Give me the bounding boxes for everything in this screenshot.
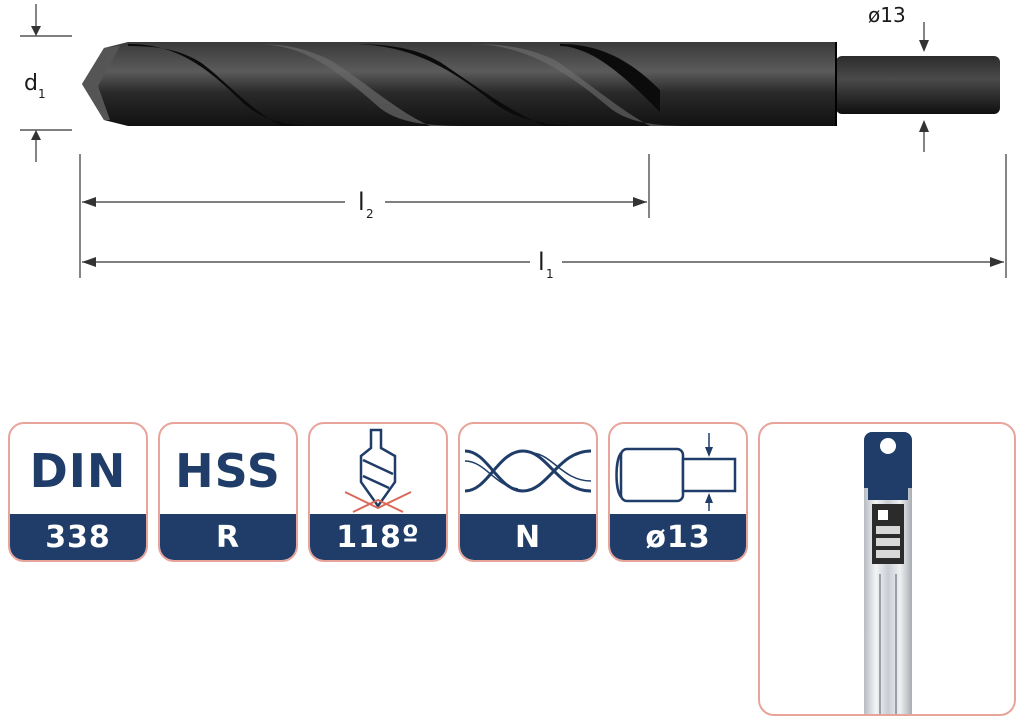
point-angle-icon bbox=[344, 428, 412, 513]
drill-drawing: d 1 ø13 l 2 l 1 bbox=[20, 3, 1007, 281]
extension-lines bbox=[79, 154, 1007, 278]
l2-dimension bbox=[82, 197, 647, 207]
type-badge: N bbox=[458, 422, 598, 562]
din-label: DIN bbox=[29, 444, 127, 498]
l1-label: l bbox=[538, 248, 545, 276]
d1-subscript: 1 bbox=[38, 87, 46, 101]
material-badge: HSS R bbox=[158, 422, 298, 562]
package-panel bbox=[758, 422, 1016, 716]
shank-diameter-label: ø13 bbox=[868, 3, 906, 27]
type-value: N bbox=[514, 519, 542, 555]
din-value: 338 bbox=[45, 519, 111, 555]
din-badge: DIN 338 bbox=[8, 422, 148, 562]
d1-label: d bbox=[24, 71, 38, 96]
l2-label: l bbox=[358, 188, 365, 216]
packaging-tube-icon bbox=[864, 432, 912, 714]
shank-value: ø13 bbox=[645, 519, 711, 555]
helix-type-icon bbox=[464, 449, 592, 493]
l1-dimension bbox=[82, 257, 1004, 267]
shank-badge: ø13 bbox=[608, 422, 748, 562]
l1-subscript: 1 bbox=[546, 267, 554, 281]
material-value: R bbox=[215, 519, 241, 555]
point-angle-value: 118º bbox=[336, 519, 420, 555]
drill-bit bbox=[82, 42, 1000, 126]
material-label: HSS bbox=[175, 444, 281, 498]
reduced-shank-icon bbox=[615, 433, 737, 511]
point-angle-badge: 118º bbox=[308, 422, 448, 562]
l2-subscript: 2 bbox=[366, 207, 374, 221]
